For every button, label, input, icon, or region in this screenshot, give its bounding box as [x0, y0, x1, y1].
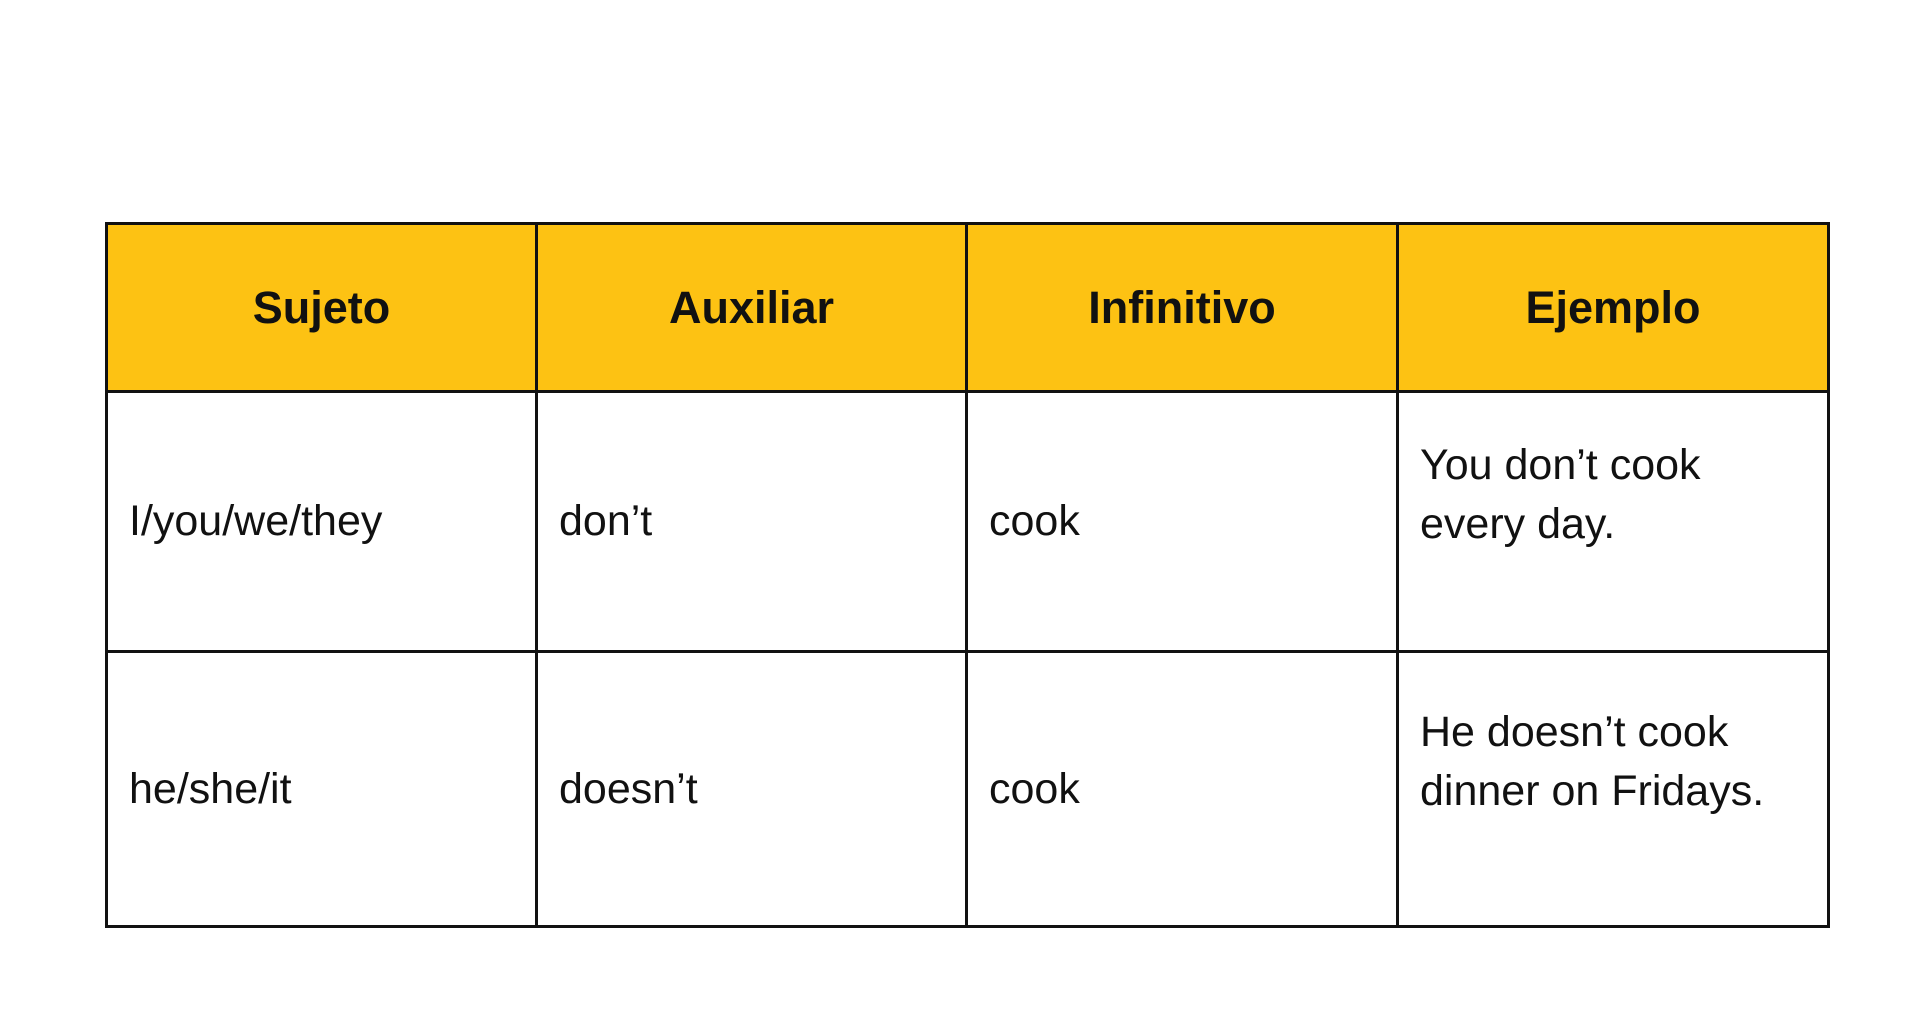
header-auxiliary: Auxiliar: [535, 222, 968, 393]
example-text: You don’t cook every day.: [1420, 440, 1701, 548]
cell-example: He doesn’t cook dinner on Fridays.: [1396, 650, 1830, 928]
header-infinitive: Infinitivo: [965, 222, 1399, 393]
cell-infinitive: cook: [965, 650, 1399, 928]
header-subject: Sujeto: [105, 222, 538, 393]
table-row: he/she/it doesn’t cook He doesn’t cook d…: [105, 650, 1830, 928]
cell-auxiliary: don’t: [535, 390, 968, 653]
cell-infinitive: cook: [965, 390, 1399, 653]
cell-auxiliary: doesn’t: [535, 650, 968, 928]
header-row: Sujeto Auxiliar Infinitivo Ejemplo: [105, 222, 1830, 393]
cell-example: You don’t cook every day.: [1396, 390, 1830, 653]
table-row: I/you/we/they don’t cook You don’t cook …: [105, 390, 1830, 653]
cell-subject: he/she/it: [105, 650, 538, 928]
example-text: He doesn’t cook dinner on Fridays.: [1420, 708, 1765, 815]
table-body: I/you/we/they don’t cook You don’t cook …: [105, 390, 1830, 928]
table-header: Sujeto Auxiliar Infinitivo Ejemplo: [105, 222, 1830, 393]
header-example: Ejemplo: [1396, 222, 1830, 393]
cell-subject: I/you/we/they: [105, 390, 538, 653]
grammar-table: Sujeto Auxiliar Infinitivo Ejemplo I/you…: [105, 222, 1830, 928]
